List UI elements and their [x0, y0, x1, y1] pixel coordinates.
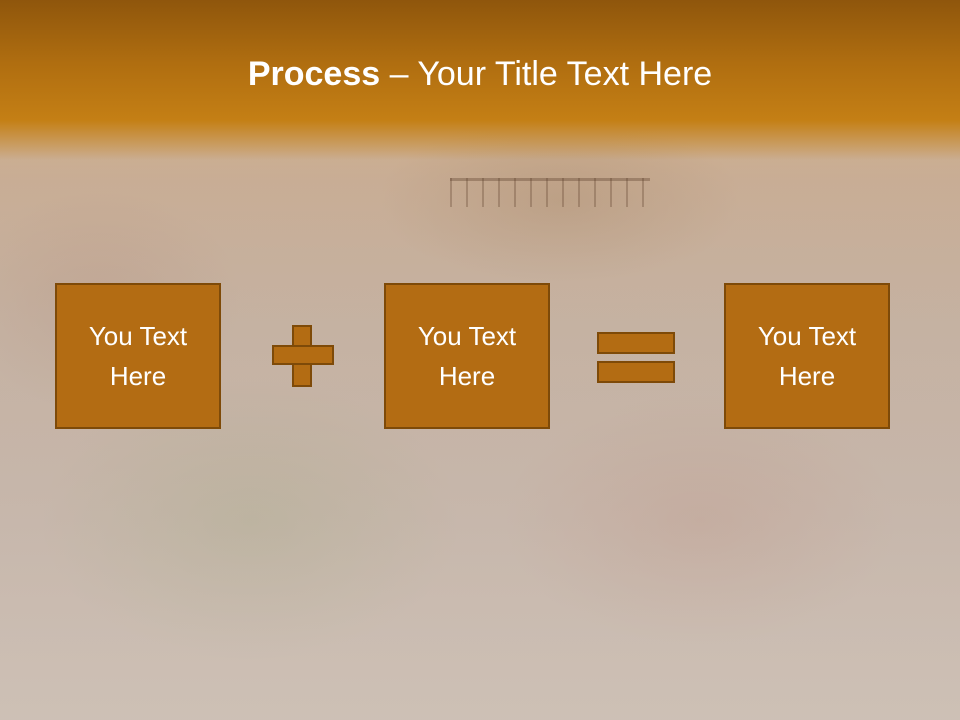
box-1-line-2: Here [109, 361, 167, 391]
title-rest: – Your Title Text Here [380, 55, 713, 93]
title-bar [0, 0, 960, 160]
process-box-1[interactable]: You Text Here [55, 283, 221, 429]
box-3-line-2: Here [778, 361, 836, 391]
box-2-line-1: You Text [417, 321, 517, 351]
process-box-3[interactable]: You Text Here [724, 283, 890, 429]
box-2-line-2: Here [438, 361, 496, 391]
title-bold: Process [247, 55, 381, 93]
process-box-2[interactable]: You Text Here [384, 283, 550, 429]
box-3-line-1: You Text [757, 321, 857, 351]
background-bridge [450, 178, 650, 207]
slide-title[interactable]: Process – Your Title Text Here [0, 52, 960, 96]
box-1-line-1: You Text [88, 321, 188, 351]
